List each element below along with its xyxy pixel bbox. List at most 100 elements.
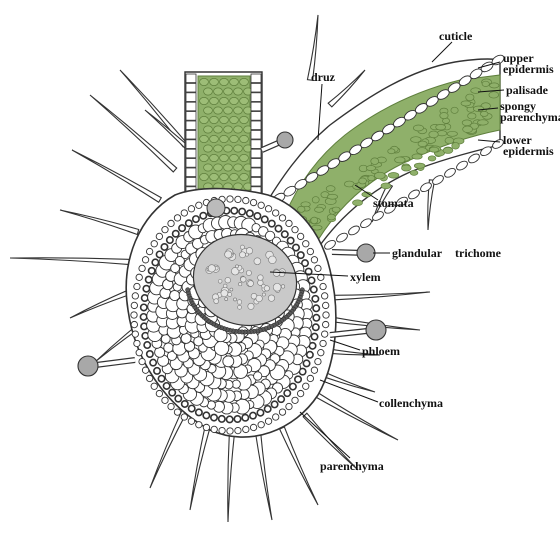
palisade-cell: [327, 214, 335, 220]
leader-line: [300, 412, 350, 458]
palisade-cell: [440, 112, 448, 118]
parenchyma-cell: [287, 237, 293, 243]
parenchyma-cell: [235, 196, 241, 202]
parenchyma-cell: [211, 414, 217, 420]
stalk-epidermis-cell: [186, 112, 196, 121]
parenchyma-cell: [321, 331, 327, 337]
epidermis-cell: [455, 159, 469, 171]
palisade-cell: [451, 107, 458, 113]
parenchyma-cell: [303, 360, 309, 366]
parenchyma-cell: [282, 231, 288, 237]
stalk-cell: [230, 97, 239, 104]
stalk-cell: [200, 135, 209, 142]
parenchyma-cell: [242, 415, 248, 421]
label-stomata: stomata: [373, 197, 414, 209]
xylem-vessel: [235, 265, 238, 268]
parenchyma-cell: [136, 274, 142, 280]
parenchyma-cell: [318, 349, 324, 355]
parenchyma-cell: [286, 403, 292, 409]
xylem-vessel: [238, 305, 242, 309]
stalk-cell: [224, 145, 233, 152]
xylem-vessel: [254, 258, 261, 265]
stalk-cell: [204, 107, 213, 114]
stalk-epidermis-cell: [251, 102, 261, 111]
palisade-cell: [315, 207, 324, 212]
stalk-epidermis-cell: [251, 112, 261, 121]
parenchyma-cell: [311, 257, 317, 263]
parenchyma-cell: [258, 202, 264, 208]
stalk-cell: [210, 97, 219, 104]
gland-head: [357, 244, 375, 262]
xylem-vessel: [273, 270, 280, 277]
palisade-cell: [414, 163, 425, 168]
parenchyma-cell: [231, 208, 237, 214]
parenchyma-cell: [181, 210, 187, 216]
palisade-cell: [332, 207, 340, 212]
parenchyma-cell: [203, 412, 209, 418]
parenchyma-cell: [239, 208, 245, 214]
palisade-cell: [412, 154, 422, 159]
stalk-epidermis-cell: [186, 159, 196, 168]
parenchyma-cell: [297, 390, 303, 396]
palisade-cell: [480, 111, 488, 116]
parenchyma-cell: [271, 401, 277, 407]
parenchyma-cell: [322, 321, 328, 327]
stalk-epidermis-cell: [251, 83, 261, 92]
hair: [228, 432, 235, 522]
parenchyma-cell: [174, 215, 180, 221]
xylem-vessel: [258, 280, 264, 286]
parenchyma-cell: [188, 418, 194, 424]
parenchyma-cell: [203, 424, 209, 430]
parenchyma-cell: [139, 265, 145, 271]
parenchyma-cell: [134, 283, 140, 289]
stalk-cell: [220, 116, 229, 123]
parenchyma-cell: [161, 244, 167, 250]
parenchyma-cell: [131, 312, 137, 318]
parenchyma-cell: [311, 367, 317, 373]
palisade-cell: [395, 157, 405, 163]
palisade-cell: [374, 172, 385, 179]
stalk-cell: [200, 154, 209, 161]
stalk-epidermis-cell: [251, 74, 261, 83]
parenchyma-cell: [250, 424, 256, 430]
leader-line: [432, 42, 452, 62]
parenchyma-cell: [168, 403, 174, 409]
hair: [255, 432, 272, 520]
parenchyma-cell: [146, 276, 152, 282]
stalk-epidermis-cell: [186, 102, 196, 111]
parenchyma-cell: [156, 233, 162, 239]
palisade-cell: [468, 113, 476, 119]
parenchyma-cell: [132, 293, 138, 299]
parenchyma-cell: [322, 302, 328, 308]
parenchyma-cell: [284, 390, 290, 396]
palisade-cell: [388, 149, 395, 154]
stalk-epidermis-cell: [251, 93, 261, 102]
parenchyma-cell: [250, 412, 256, 418]
parenchyma-cell: [219, 427, 225, 433]
parenchyma-cell: [154, 368, 160, 374]
palisade-cell: [388, 173, 399, 179]
xylem-vessel: [225, 277, 231, 283]
stalk-cell: [240, 97, 249, 104]
gland-head: [366, 320, 386, 340]
stalk-cell: [214, 145, 223, 152]
stalk-cell: [210, 135, 219, 142]
parenchyma-cell: [234, 416, 240, 422]
parenchyma-cell: [134, 340, 140, 346]
stalk-cell: [230, 116, 239, 123]
epidermis-cell: [335, 231, 349, 243]
stalk-cell: [230, 135, 239, 142]
parenchyma-cell: [265, 418, 271, 424]
parenchyma-cell: [307, 375, 313, 381]
hair: [120, 70, 187, 147]
palisade-cell: [443, 147, 453, 153]
parenchyma-cell: [139, 358, 145, 364]
stalk-cell: [214, 126, 223, 133]
stalk-cell: [204, 88, 213, 95]
parenchyma-cell: [312, 296, 318, 302]
stalk-epidermis-cell: [186, 93, 196, 102]
druse-crystal: [207, 199, 225, 217]
xylem-vessel: [230, 288, 233, 291]
parenchyma-cell: [146, 375, 152, 381]
xylem-vessel: [225, 251, 232, 258]
